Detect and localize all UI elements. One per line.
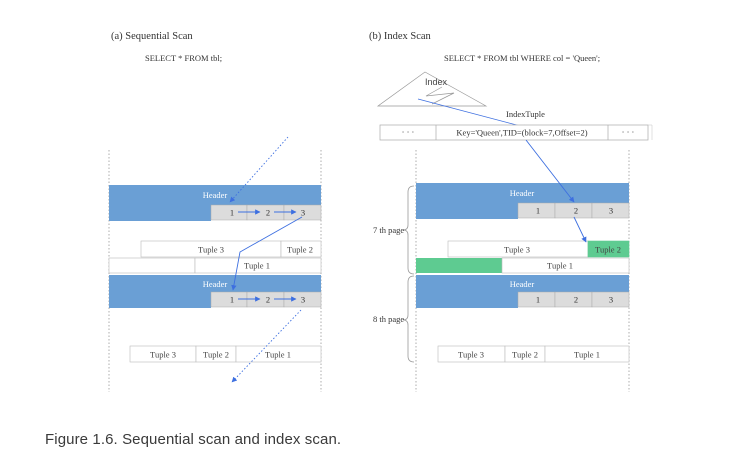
line-pointer-cell — [283, 204, 322, 221]
line-pointer-label: 3 — [301, 208, 305, 218]
index-tree-zigzag — [425, 86, 455, 105]
index-tuple-label: IndexTuple — [506, 109, 545, 119]
line-pointer-label: 2 — [266, 208, 270, 218]
line-pointer-label: 3 — [301, 295, 305, 305]
page-header-label: Header — [203, 279, 228, 289]
line-pointer-cell — [591, 291, 630, 308]
tuple-cell — [280, 240, 322, 258]
page-header — [416, 183, 629, 203]
line-pointer-label: 1 — [230, 208, 234, 218]
index-scan-title: (b) Index Scan — [369, 31, 432, 42]
index-tuple-dots-left: · · · — [402, 127, 415, 137]
page-header — [109, 275, 321, 293]
index-tree-icon — [376, 71, 488, 107]
tuple-label: Tuple 3 — [198, 245, 224, 255]
index-tuple-key: Key='Queen',TID=(block=7,Offset=2) — [456, 128, 587, 138]
line-pointer-cell — [591, 202, 630, 219]
tuple-label: Tuple 2 — [203, 350, 229, 360]
page-header-extension — [416, 203, 518, 219]
index-to-tuple-arrow — [417, 98, 529, 130]
figure-caption: Figure 1.6. Sequential scan and index sc… — [45, 431, 342, 448]
tuple-label: Tuple 2 — [287, 245, 313, 255]
line-pointer-cell — [283, 291, 322, 308]
tuple-label: Tuple 2 — [512, 350, 538, 360]
line-pointer-label: 3 — [609, 295, 613, 305]
free-space-highlight — [416, 258, 502, 273]
line-pointer-label: 1 — [230, 295, 234, 305]
sequential-scan-title: (a) Sequential Scan — [111, 31, 193, 42]
page-header-label: Header — [510, 188, 535, 198]
tuple-cell — [235, 345, 322, 363]
line-pointer-label: 3 — [609, 206, 613, 216]
page-header — [416, 275, 629, 293]
line-pointer-label: 1 — [536, 206, 540, 216]
page-header-extension — [416, 293, 518, 308]
page-header — [109, 185, 321, 205]
right-page-8: Header 1 2 3 Tuple 3 Tuple 2 Tuple 1 — [416, 275, 630, 363]
page-header-extension — [109, 293, 211, 308]
tuple-label: Tuple 3 — [150, 350, 176, 360]
tuple-label: Tuple 3 — [504, 245, 530, 255]
tuple-cell — [501, 257, 630, 274]
line-pointer-label: 1 — [536, 295, 540, 305]
sequential-scan-panel: (a) Sequential Scan SELECT * FROM tbl; H… — [108, 31, 322, 392]
tuple-label: Tuple 2 — [595, 245, 621, 255]
page-header-extension — [109, 205, 211, 221]
line-pointer-label: 2 — [574, 206, 578, 216]
scan-path — [231, 216, 303, 291]
index-to-pointer-arrow — [525, 139, 575, 203]
tuple-label: Tuple 3 — [458, 350, 484, 360]
tuple-label: Tuple 1 — [547, 261, 573, 271]
tuple-cell — [194, 257, 322, 274]
pointer-to-tuple-arrow — [573, 216, 587, 243]
tuple-label: Tuple 1 — [244, 261, 270, 271]
page-header-label: Header — [203, 190, 228, 200]
tuple-cell-highlight — [587, 240, 630, 258]
page-7-label: 7 th page — [373, 225, 404, 235]
index-scan-panel: (b) Index Scan SELECT * FROM tbl WHERE c… — [369, 31, 653, 392]
tuple-cell — [544, 345, 630, 363]
scan-path — [229, 136, 289, 203]
index-label: Index — [425, 77, 448, 87]
index-scan-query: SELECT * FROM tbl WHERE col = 'Queen'; — [444, 53, 600, 63]
line-pointer-label: 2 — [574, 295, 578, 305]
right-page-7: Header 1 2 3 Tuple 3 Tuple 2 Tuple 1 — [416, 183, 630, 274]
index-tuple-dots-right: · · · — [622, 127, 635, 137]
page-header-label: Header — [510, 279, 535, 289]
sequential-scan-query: SELECT * FROM tbl; — [145, 53, 222, 63]
page-8-brace — [402, 275, 415, 363]
scan-path — [231, 309, 302, 383]
tuple-label: Tuple 1 — [574, 350, 600, 360]
index-tuple-bar — [379, 124, 649, 141]
tuple-label: Tuple 1 — [265, 350, 291, 360]
line-pointer-label: 2 — [266, 295, 270, 305]
left-page-2: Header 1 2 3 Tuple 3 Tuple 2 Tuple 1 — [109, 275, 322, 363]
page-8-label: 8 th page — [373, 314, 404, 324]
left-page-1: Header 1 2 3 Tuple 3 Tuple 2 Tuple 1 — [108, 185, 322, 274]
page-7-brace — [402, 185, 415, 275]
free-space-cell — [108, 257, 196, 274]
